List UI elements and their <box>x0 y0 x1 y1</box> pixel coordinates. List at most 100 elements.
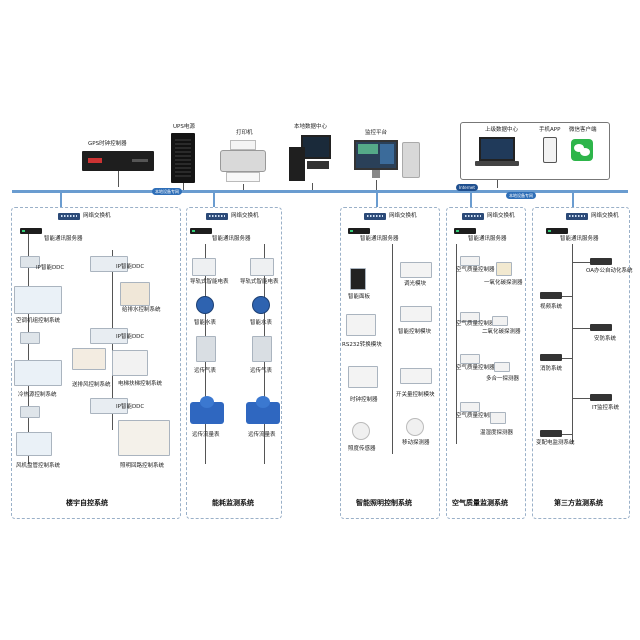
internet-badge: Internet <box>456 184 478 191</box>
gas-meter-2[interactable] <box>252 336 272 362</box>
bas-item-3: 空调机组控制系统 <box>16 318 61 324</box>
fcu-img[interactable] <box>16 432 52 456</box>
air-item-3: 二氧化碳探测器 <box>482 329 521 335</box>
ddc-2[interactable] <box>90 256 128 272</box>
bas-server[interactable] <box>20 228 42 234</box>
co2-detector[interactable] <box>492 316 508 326</box>
gas-meter-1[interactable] <box>196 336 216 362</box>
bas-item-8: 电梯扶梯控制系统 <box>118 381 163 387</box>
local-data-device[interactable] <box>289 133 335 183</box>
water-meter-1[interactable] <box>196 296 214 314</box>
switch-module[interactable] <box>400 368 432 384</box>
ddc-4[interactable] <box>90 328 128 344</box>
bas-item-9: 风机盘管控制系统 <box>16 463 61 469</box>
motion-detector[interactable] <box>406 418 424 436</box>
monitor-label: 监控平台 <box>365 130 388 136</box>
ventilation-img[interactable] <box>72 348 106 370</box>
control-module[interactable] <box>400 306 432 322</box>
printer-device[interactable] <box>220 140 266 184</box>
oa-device[interactable] <box>590 258 612 265</box>
lighting-loop-img[interactable] <box>118 420 170 456</box>
video-device[interactable] <box>540 292 562 299</box>
chiller-img[interactable] <box>14 360 62 386</box>
third-item-5: 变配电监测系统 <box>536 440 575 446</box>
wechat-label: 微信客户端 <box>569 127 597 133</box>
bas-item-2: 给排水控制系统 <box>122 307 161 313</box>
air-title: 空气质量监测系统 <box>452 499 508 507</box>
ddc-3[interactable] <box>20 332 40 344</box>
lighting-server-label: 智能通讯服务器 <box>360 236 399 242</box>
co-detector[interactable] <box>496 262 512 276</box>
lighting-item-3: RS232转换模块 <box>342 342 382 348</box>
wechat-icon[interactable] <box>571 139 593 161</box>
monitor-device[interactable] <box>354 140 422 184</box>
panel-air <box>446 207 526 519</box>
energy-switch[interactable] <box>206 213 228 220</box>
air-item-0: 空气质量控制器 <box>456 267 495 273</box>
lighting-item-0: 调光模块 <box>404 281 427 287</box>
power-dist-device[interactable] <box>540 430 562 437</box>
bas-switch[interactable] <box>58 213 80 220</box>
lighting-switch[interactable] <box>364 213 386 220</box>
bas-server-label: 智能通讯服务器 <box>44 236 83 242</box>
smart-panel[interactable] <box>350 268 366 290</box>
it-monitor-device[interactable] <box>590 394 612 401</box>
local-data-label: 本地数据中心 <box>294 124 328 130</box>
bas-item-7: IP智能DDC <box>116 404 145 410</box>
rs232-module[interactable] <box>346 314 376 336</box>
temp-humidity-detector[interactable] <box>490 412 506 424</box>
phone-icon[interactable] <box>543 137 557 163</box>
lighting-server[interactable] <box>348 228 370 234</box>
panel-third <box>532 207 630 519</box>
flow-meter-1[interactable] <box>190 396 224 424</box>
cloud-data-label: 上级数据中心 <box>485 127 519 133</box>
phone-app-label: 手机APP <box>539 127 561 133</box>
air-controller-2[interactable] <box>460 312 480 322</box>
flow-meter-2[interactable] <box>246 396 280 424</box>
lighting-item-7: 移动探测器 <box>402 440 430 446</box>
gps-device[interactable] <box>82 151 154 171</box>
third-switch[interactable] <box>566 213 588 220</box>
illuminance-sensor[interactable] <box>352 422 370 440</box>
third-item-3: 消防系统 <box>540 366 563 372</box>
lighting-switch-label: 网络交换机 <box>389 213 417 219</box>
ddc-1[interactable] <box>20 256 40 268</box>
ahu-img[interactable] <box>14 286 62 314</box>
energy-server[interactable] <box>190 228 212 234</box>
gps-label: GPS时钟控制器 <box>88 141 127 147</box>
panel-lighting <box>340 207 440 519</box>
energy-switch-label: 网络交换机 <box>231 213 259 219</box>
ddc-6[interactable] <box>90 398 128 414</box>
third-server[interactable] <box>546 228 568 234</box>
water-system-img[interactable] <box>120 282 150 306</box>
air-controller-1[interactable] <box>460 256 480 266</box>
lighting-item-6: 照度传感器 <box>348 446 376 452</box>
energy-item-1: 导轨式智能电表 <box>240 279 279 285</box>
elevator-img[interactable] <box>112 350 148 376</box>
energy-item-0: 导轨式智能电表 <box>190 279 229 285</box>
energy-server-label: 智能通讯服务器 <box>212 236 251 242</box>
bas-title: 楼宇自控系统 <box>66 499 108 507</box>
laptop-icon[interactable] <box>475 137 519 167</box>
bas-item-10: 照明回路控制系统 <box>120 463 165 469</box>
ups-device[interactable] <box>171 133 195 183</box>
air-controller-3[interactable] <box>460 354 480 364</box>
security-device[interactable] <box>590 324 612 331</box>
ups-label: UPS电源 <box>173 124 195 130</box>
dimmer-module[interactable] <box>400 262 432 278</box>
energy-item-6: 远传流量表 <box>192 432 220 438</box>
ddc-5[interactable] <box>20 406 40 418</box>
bas-item-1: IP智能DDC <box>116 264 145 270</box>
air-switch-label: 网络交换机 <box>487 213 515 219</box>
panel-energy <box>186 207 282 519</box>
rail-meter-1[interactable] <box>192 258 216 276</box>
timer-controller[interactable] <box>348 366 378 388</box>
water-meter-2[interactable] <box>252 296 270 314</box>
rail-meter-2[interactable] <box>250 258 274 276</box>
fire-device[interactable] <box>540 354 562 361</box>
air-server[interactable] <box>454 228 476 234</box>
air-controller-4[interactable] <box>460 402 480 412</box>
multi-detector[interactable] <box>494 362 510 372</box>
energy-item-5: 远传气表 <box>250 368 273 374</box>
air-switch[interactable] <box>462 213 484 220</box>
